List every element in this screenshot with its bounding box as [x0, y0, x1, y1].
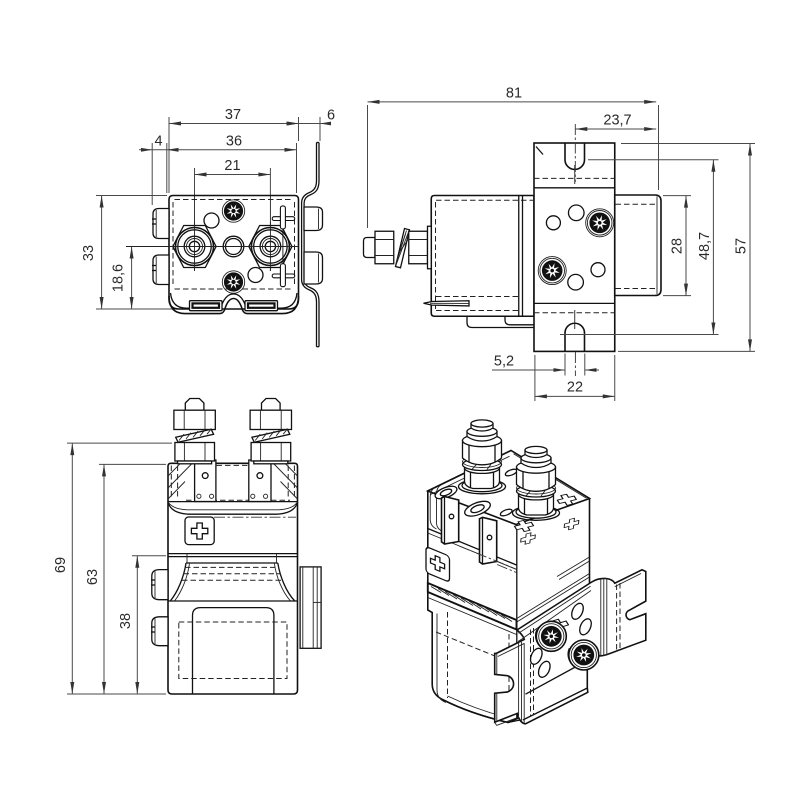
- svg-text:38: 38: [118, 613, 134, 629]
- svg-text:33: 33: [81, 245, 97, 261]
- svg-text:63: 63: [85, 569, 101, 585]
- svg-text:57: 57: [734, 238, 750, 254]
- svg-text:81: 81: [506, 86, 522, 102]
- svg-text:28: 28: [670, 238, 686, 254]
- svg-text:48,7: 48,7: [697, 232, 713, 260]
- svg-text:21: 21: [224, 158, 240, 174]
- svg-text:23,7: 23,7: [603, 113, 631, 129]
- svg-text:6: 6: [327, 108, 335, 124]
- svg-text:22: 22: [567, 380, 583, 396]
- svg-text:69: 69: [53, 557, 69, 573]
- svg-text:18,6: 18,6: [111, 264, 127, 292]
- svg-text:4: 4: [154, 134, 162, 150]
- svg-text:5,2: 5,2: [494, 354, 514, 370]
- svg-text:37: 37: [225, 107, 241, 123]
- svg-text:36: 36: [226, 134, 242, 150]
